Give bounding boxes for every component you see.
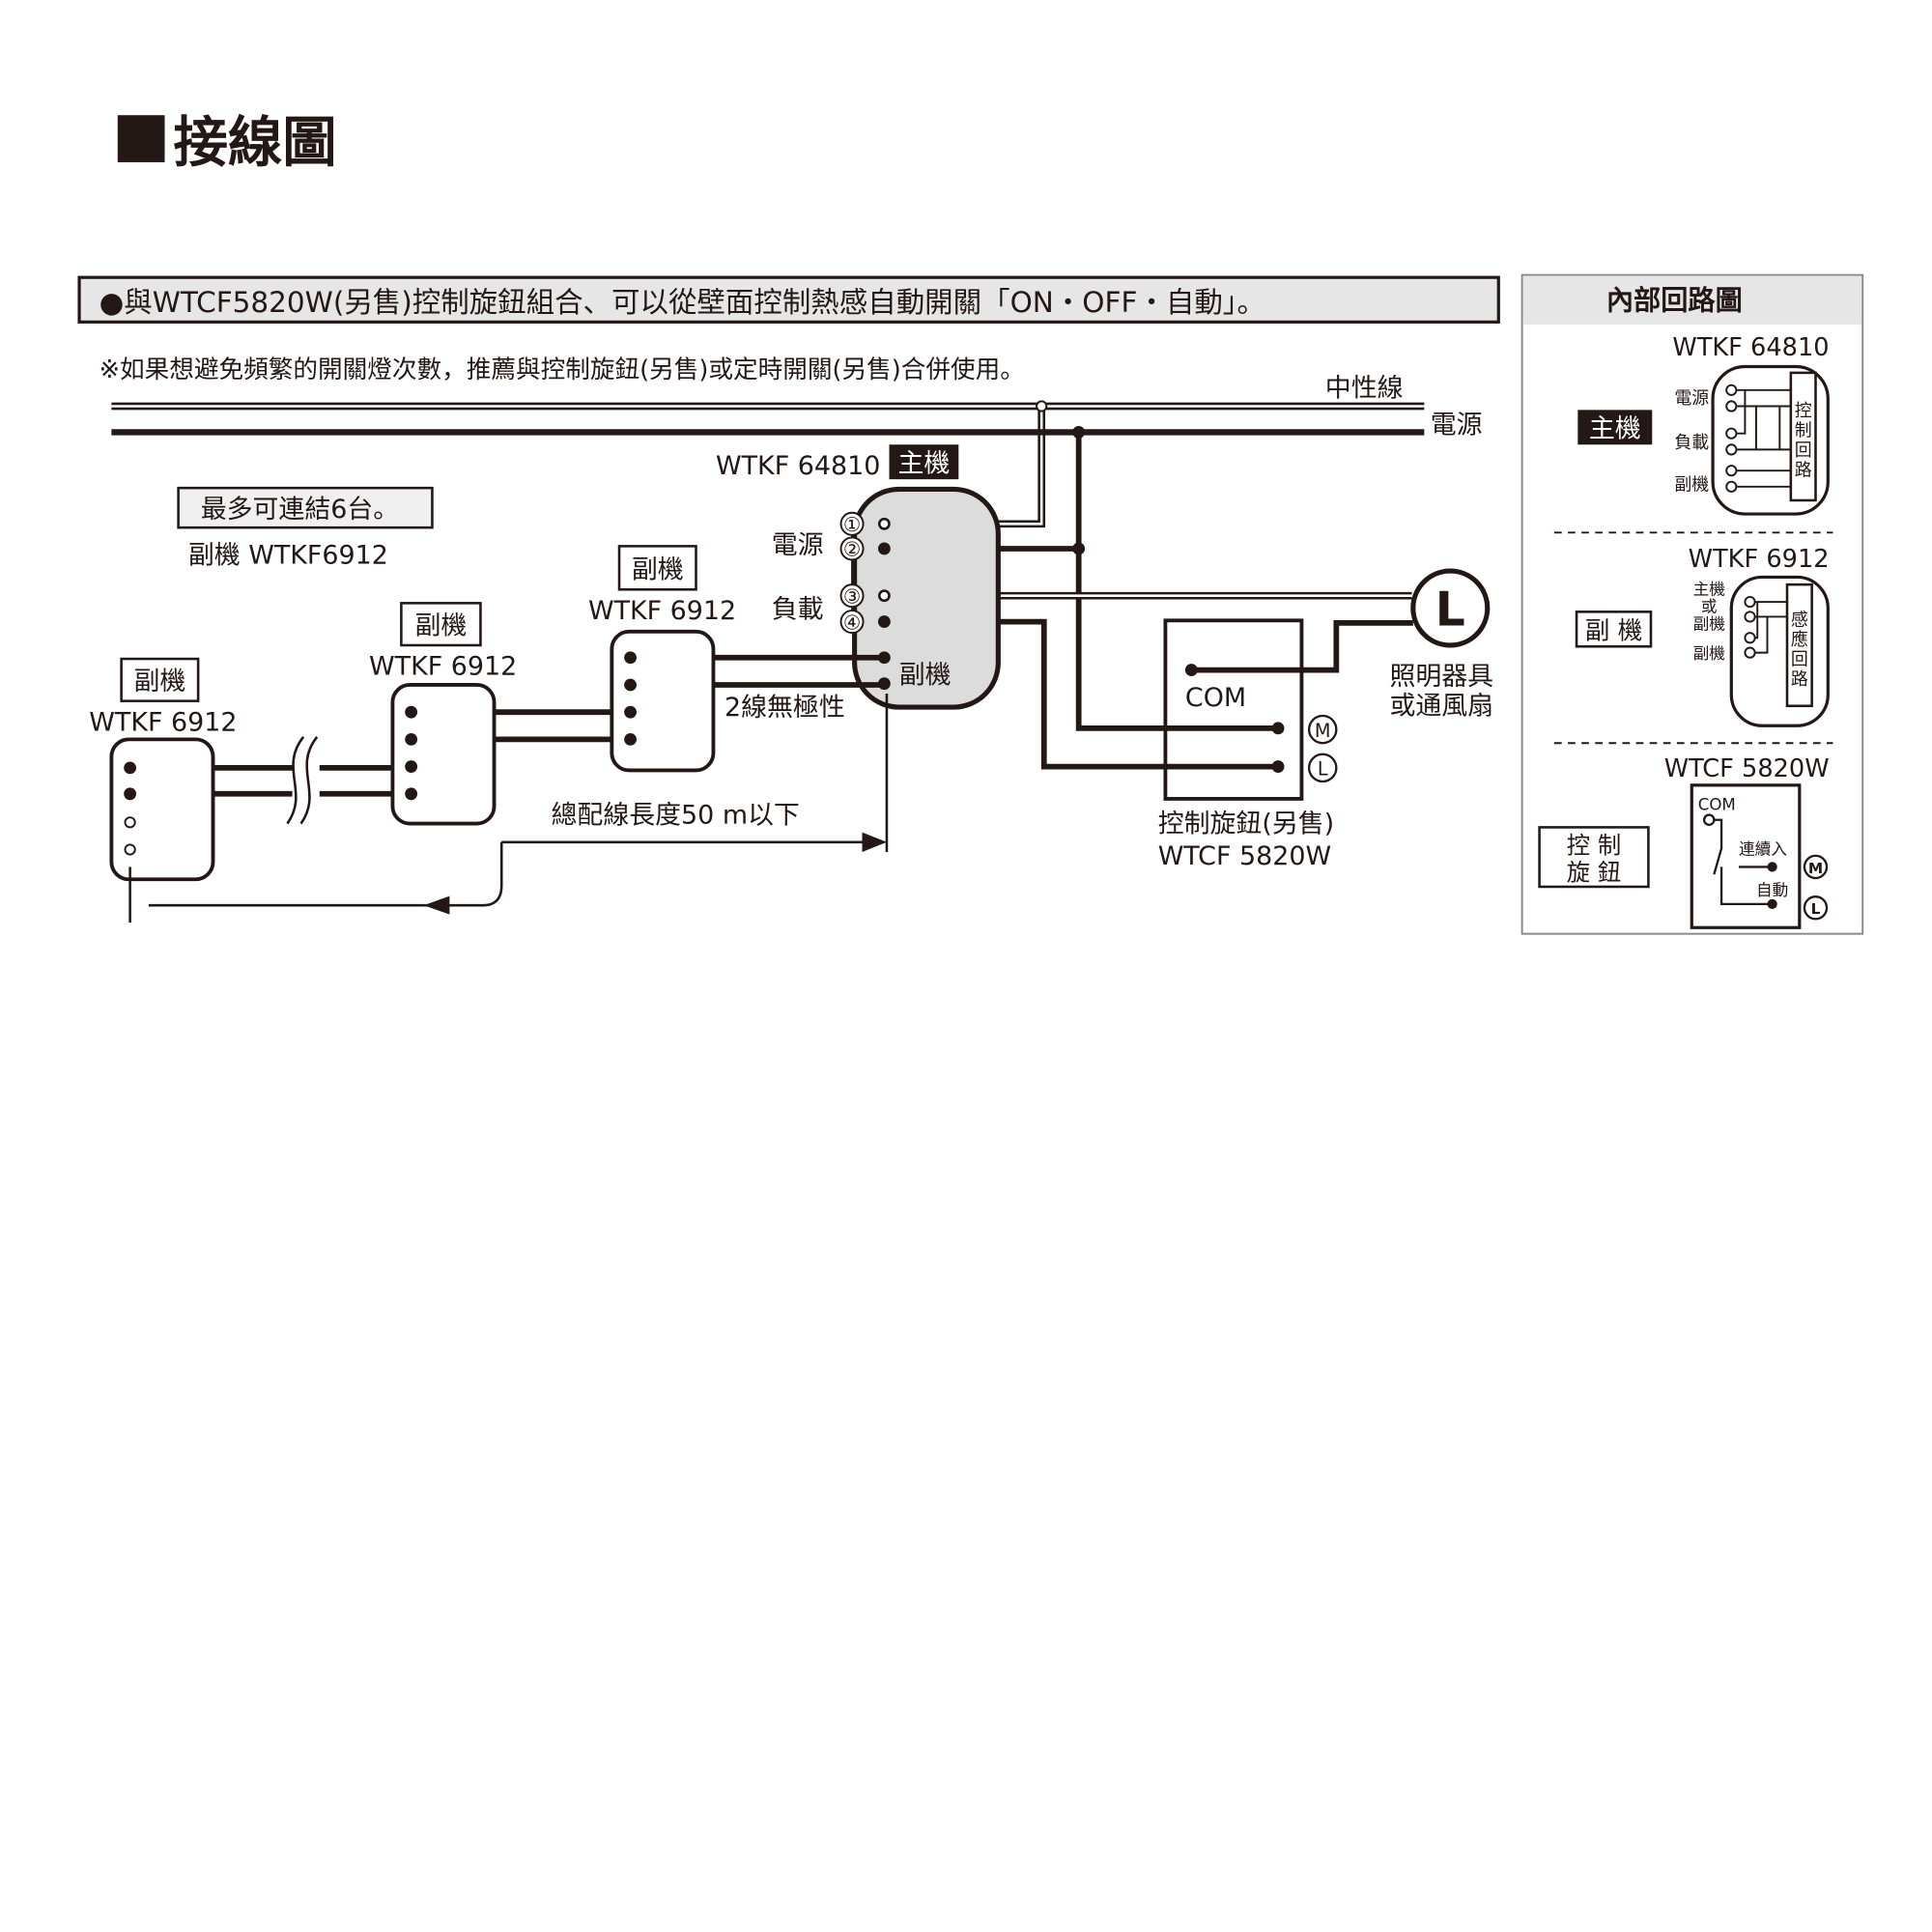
internal-knob-auto: 自動 (1756, 881, 1788, 899)
main-unit-terminal-numbers (839, 511, 865, 635)
internal-main-model: WTKF 64810 (1672, 333, 1829, 362)
internal-main-circuit-char: 制 (1795, 420, 1812, 440)
max-link-text: 最多可連結6台。 (201, 495, 399, 525)
internal-knob-com: COM (1698, 795, 1736, 813)
page-title: 接線圖 (173, 112, 336, 175)
internal-sub-circuit-char: 應 (1791, 629, 1808, 650)
internal-circuit-panel: 內部回路圖 WTKF 64810 主機 電源 負載 副機 控 制 回 路 WTK… (1520, 273, 1864, 935)
internal-knob-model: WTCF 5820W (1664, 754, 1830, 783)
two-wire-label: 2線無極性 (724, 693, 845, 723)
load-symbol-letter: L (1435, 582, 1465, 637)
neutral-line (111, 400, 1425, 528)
load-symbol-icon (1410, 568, 1491, 648)
internal-knob-continuous: 連續入 (1739, 840, 1787, 859)
internal-sub-circuit-char: 感 (1791, 610, 1808, 630)
control-knob-label: 控制旋鈕(另售) (1158, 810, 1334, 839)
terminal-4-label: ④ (843, 611, 861, 634)
sub-unit-1-model: WTKF 6912 (588, 596, 736, 626)
sub-unit-3-terminals (124, 761, 137, 856)
internal-sub-label: 副機 (1693, 614, 1726, 633)
internal-main-circuit-char: 路 (1795, 460, 1812, 480)
main-unit-badge-bg (889, 444, 959, 480)
internal-title: 內部回路圖 (1606, 285, 1743, 317)
internal-knob-m: M (1808, 860, 1823, 877)
main-unit-model: WTKF 64810 (716, 451, 880, 481)
main-unit-power-label: 電源 (772, 530, 824, 560)
internal-sub-label: 或 (1701, 597, 1718, 615)
title-square-icon (117, 115, 165, 162)
control-knob-model: WTCF 5820W (1158, 841, 1331, 871)
control-knob-com-label: COM (1185, 683, 1246, 713)
banner-text: ●與WTCF5820W(另售)控制旋鈕組合、可以從壁面控制熱感自動開關「ON・O… (99, 286, 1265, 319)
sub-unit-3-body (109, 737, 215, 882)
load-label-line2: 或通風扇 (1389, 692, 1493, 722)
load-label-line1: 照明器具 (1389, 662, 1493, 692)
sub-unit-1-badge-box (617, 545, 697, 591)
internal-main-power-label: 電源 (1674, 388, 1709, 409)
sub-unit-3-badge-box (120, 657, 200, 702)
internal-knob-l: L (1811, 900, 1821, 918)
sub-unit-2-terminals (405, 705, 418, 801)
sub-unit-1-badge: 副機 (632, 555, 684, 585)
length-dimension (128, 693, 889, 923)
sub-unit-3-badge: 副機 (133, 667, 185, 696)
terminal-3-label: ③ (843, 584, 861, 608)
main-unit-terminals (877, 517, 891, 691)
internal-sub-label: 主機 (1693, 580, 1726, 598)
internal-knob-badge-line2: 旋 鈕 (1567, 859, 1621, 887)
control-knob-l-label: L (1318, 758, 1328, 781)
terminal-1-label: ① (843, 513, 861, 536)
control-knob-m-label: M (1315, 720, 1331, 742)
note-text: ※如果想避免頻繁的開關燈次數，推薦與控制旋鈕(另售)或定時開關(另售)合併使用。 (99, 355, 1025, 384)
terminal-2-label: ② (843, 538, 861, 561)
max-link-box (177, 486, 434, 529)
sub-unit-2-body (390, 683, 497, 826)
sub-unit-3-model: WTKF 6912 (89, 707, 237, 737)
total-length-label: 總配線長度50 m以下 (552, 801, 800, 831)
internal-knob-badge-line1: 控 制 (1567, 831, 1621, 859)
internal-main-load-label: 負載 (1674, 433, 1709, 453)
control-knob-terminals (1184, 664, 1285, 773)
main-unit-sub-label: 副機 (899, 661, 952, 691)
sub-unit-1-body (610, 629, 716, 773)
neutral-line-label: 中性線 (1325, 373, 1404, 403)
sub-model-note: 副機 WTKF6912 (188, 540, 388, 570)
internal-main-badge: 主機 (1589, 414, 1641, 444)
main-unit-badge: 主機 (898, 448, 951, 478)
sub-unit-1-terminals (624, 651, 637, 746)
internal-sub-model: WTKF 6912 (1689, 545, 1830, 574)
sub-unit-2-model: WTKF 6912 (369, 652, 517, 682)
internal-sub-label: 副機 (1693, 644, 1726, 663)
internal-main-sub-label: 副機 (1674, 475, 1709, 496)
power-line-label: 電源 (1431, 411, 1483, 440)
sub-unit-2-badge-box (400, 602, 482, 647)
banner-box (77, 275, 1500, 324)
wire-break-icon (286, 736, 319, 825)
internal-main-circuit-char: 控 (1795, 401, 1812, 421)
internal-main-circuit-char: 回 (1795, 440, 1812, 461)
internal-sub-circuit-char: 回 (1791, 649, 1808, 669)
internal-sub-circuit-char: 路 (1791, 669, 1808, 690)
main-unit-load-label: 負載 (772, 595, 824, 625)
internal-sub-badge: 副 機 (1585, 617, 1642, 646)
sub-unit-2-badge: 副機 (415, 611, 468, 640)
